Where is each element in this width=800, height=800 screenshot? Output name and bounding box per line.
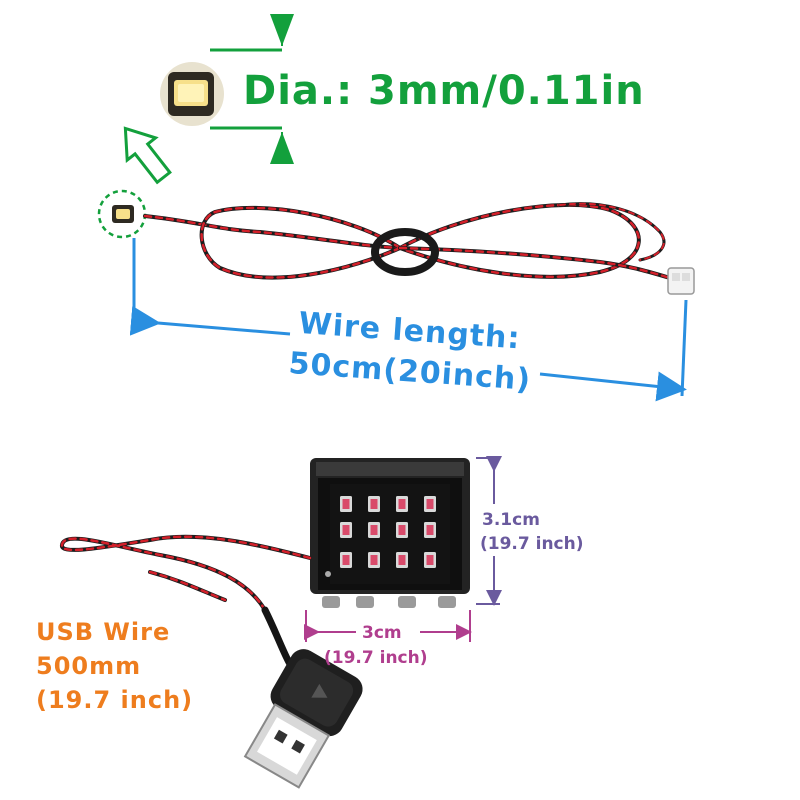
smd-led-chip: [342, 525, 350, 535]
zoom-arrow: [123, 126, 172, 185]
panel-width-dimension: [304, 610, 472, 642]
panel-height-label: 3.1cm: [482, 510, 540, 530]
panel-width-sub: (19.7 inch): [324, 648, 428, 668]
usb-wire-label: USB Wire: [36, 618, 171, 646]
smd-led-chip: [342, 555, 350, 565]
panel-height-dimension: [476, 456, 502, 606]
usb-wire-length-inch: (19.7 inch): [36, 686, 194, 714]
panel-width-label: 3cm: [362, 623, 402, 643]
usb-cable: [60, 534, 312, 684]
led-grid: [340, 496, 436, 568]
smd-led-chip: [370, 555, 378, 565]
led-panel: [310, 458, 470, 608]
usb-plug: [243, 649, 363, 789]
smd-led-chip: [370, 499, 378, 509]
diameter-dimension: [210, 14, 294, 164]
smd-led-chip: [398, 525, 406, 535]
smd-led-chip: [398, 499, 406, 509]
wire-connector: [667, 267, 695, 295]
smd-led-chip: [426, 525, 434, 535]
smd-led-chip: [342, 499, 350, 509]
twisted-wire: [143, 202, 672, 280]
panel-height-sub: (19.7 inch): [480, 534, 584, 554]
usb-wire-length: 500mm: [36, 652, 142, 680]
diameter-label: Dia.: 3mm/0.11in: [243, 68, 645, 114]
wire-length-dimension: [129, 238, 688, 402]
led-closeup: [160, 62, 224, 126]
smd-led-chip: [426, 499, 434, 509]
smd-led-chip: [370, 525, 378, 535]
smd-led-chip: [426, 555, 434, 565]
small-led: [97, 189, 147, 239]
smd-led-chip: [398, 555, 406, 565]
